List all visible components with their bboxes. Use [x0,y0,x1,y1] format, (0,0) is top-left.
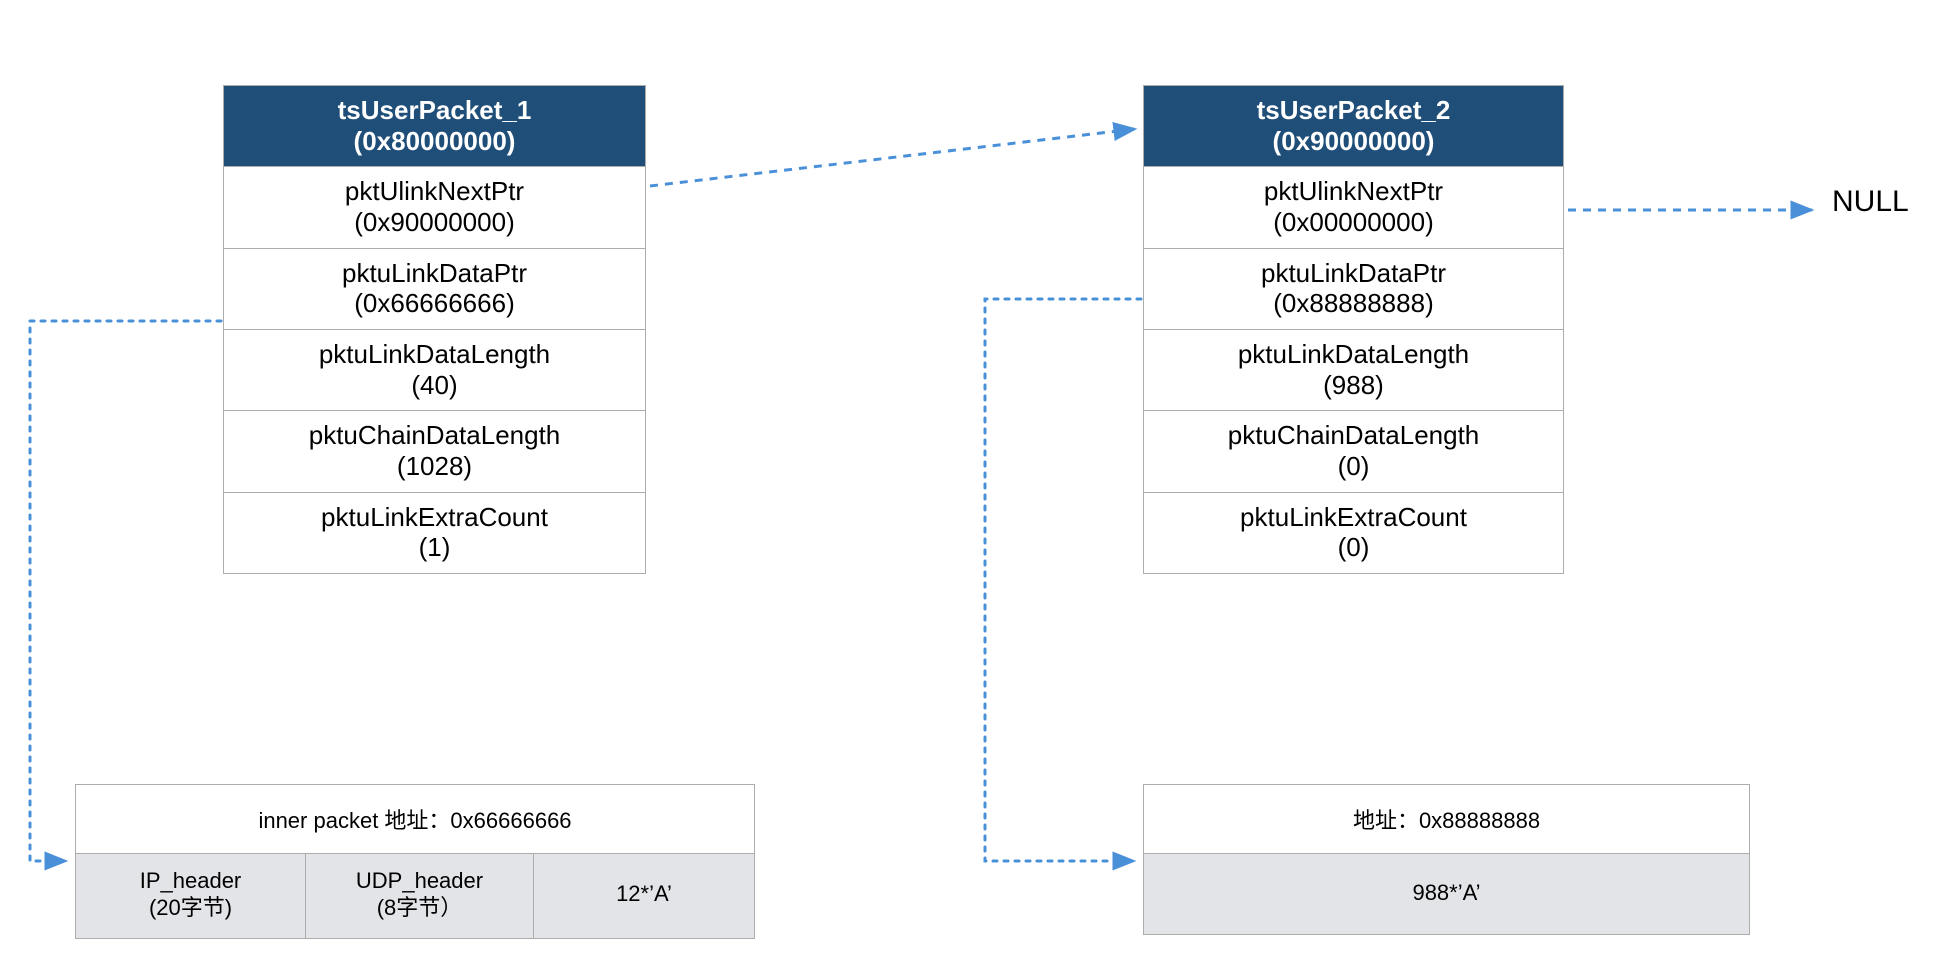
struct-2-field-pktulinkextracount: pktuLinkExtraCount (0) [1144,491,1563,574]
field-value: (0x66666666) [354,288,515,319]
segment-label: 12*’A’ [616,881,672,907]
memory-block-1-segments: IP_header (20字节) UDP_header (8字节） 12*’A’ [76,853,754,938]
null-terminator-label: NULL [1832,185,1909,218]
field-name: pktuLinkDataPtr [1261,257,1446,288]
struct-2-field-pktuchaindatalength: pktuChainDataLength (0) [1144,410,1563,492]
memory-block-2-caption: 地址：0x88888888 [1144,785,1749,853]
field-name: pktuChainDataLength [308,420,561,451]
field-value: (0x00000000) [1273,207,1434,238]
field-value: (1) [418,532,451,563]
segment-payload: 988*’A’ [1144,854,1749,934]
segment-size: (8字节） [376,894,463,920]
segment-ip-header: IP_header (20字节) [76,854,306,938]
field-value: (0) [1337,532,1370,563]
field-name: pktuLinkExtraCount [1240,501,1467,532]
segment-label: UDP_header [355,868,484,893]
segment-payload: 12*’A’ [534,854,754,938]
struct-1-header: tsUserPacket_1 (0x80000000) [224,86,645,167]
field-name: pktUlinkNextPtr [344,176,525,207]
struct-2-header-value: (0x90000000) [1272,125,1435,156]
field-name: pktuLinkDataPtr [342,257,527,288]
segment-size: (20字节) [148,894,233,920]
field-name: pktUlinkNextPtr [1263,176,1444,207]
struct-1-field-pktuchaindatalength: pktuChainDataLength (1028) [224,410,645,492]
field-value: (0x90000000) [354,207,515,238]
struct-1-header-value: (0x80000000) [353,125,516,156]
struct-1-header-name: tsUserPacket_1 [337,95,532,125]
struct-1-field-pktulinknextptr: pktUlinkNextPtr (0x90000000) [224,166,645,248]
field-name: pktuLinkExtraCount [321,501,548,532]
field-value: (1028) [396,451,473,482]
memory-block-inner-packet: inner packet 地址：0x66666666 IP_header (20… [75,784,755,939]
struct-2-field-pktulinkdataptr: pktuLinkDataPtr (0x88888888) [1144,247,1563,330]
field-value: (0x88888888) [1273,288,1434,319]
field-name: pktuChainDataLength [1227,420,1480,451]
arrow-data-ptr-2-to-payload [983,297,1143,871]
field-name: pktuLinkDataLength [318,339,551,370]
field-value: (0) [1337,451,1370,482]
field-name: pktuLinkDataLength [1237,339,1470,370]
memory-block-1-caption: inner packet 地址：0x66666666 [76,785,754,853]
arrow-data-ptr-1-to-inner-packet [28,319,223,871]
arrow-next-ptr-1-to-packet-2 [649,121,1138,188]
struct-1-field-pktulinkdataptr: pktuLinkDataPtr (0x66666666) [224,247,645,330]
struct-2-field-pktulinkdatalength: pktuLinkDataLength (988) [1144,329,1563,411]
struct-ts-user-packet-1: tsUserPacket_1 (0x80000000) pktUlinkNext… [223,85,646,575]
struct-2-header-name: tsUserPacket_2 [1256,95,1451,125]
struct-2-header: tsUserPacket_2 (0x90000000) [1144,86,1563,167]
struct-1-field-pktulinkdatalength: pktuLinkDataLength (40) [224,329,645,411]
memory-block-2-segments: 988*’A’ [1144,853,1749,934]
field-value: (40) [411,369,458,400]
memory-block-payload: 地址：0x88888888 988*’A’ [1143,784,1750,935]
struct-ts-user-packet-2: tsUserPacket_2 (0x90000000) pktUlinkNext… [1143,85,1564,575]
segment-label: 988*’A’ [1412,879,1481,905]
field-value: (988) [1323,369,1384,400]
struct-2-field-pktulinknextptr: pktUlinkNextPtr (0x00000000) [1144,166,1563,248]
struct-1-field-pktulinkextracount: pktuLinkExtraCount (1) [224,491,645,574]
segment-label: IP_header [139,868,242,893]
segment-udp-header: UDP_header (8字节） [306,854,534,938]
